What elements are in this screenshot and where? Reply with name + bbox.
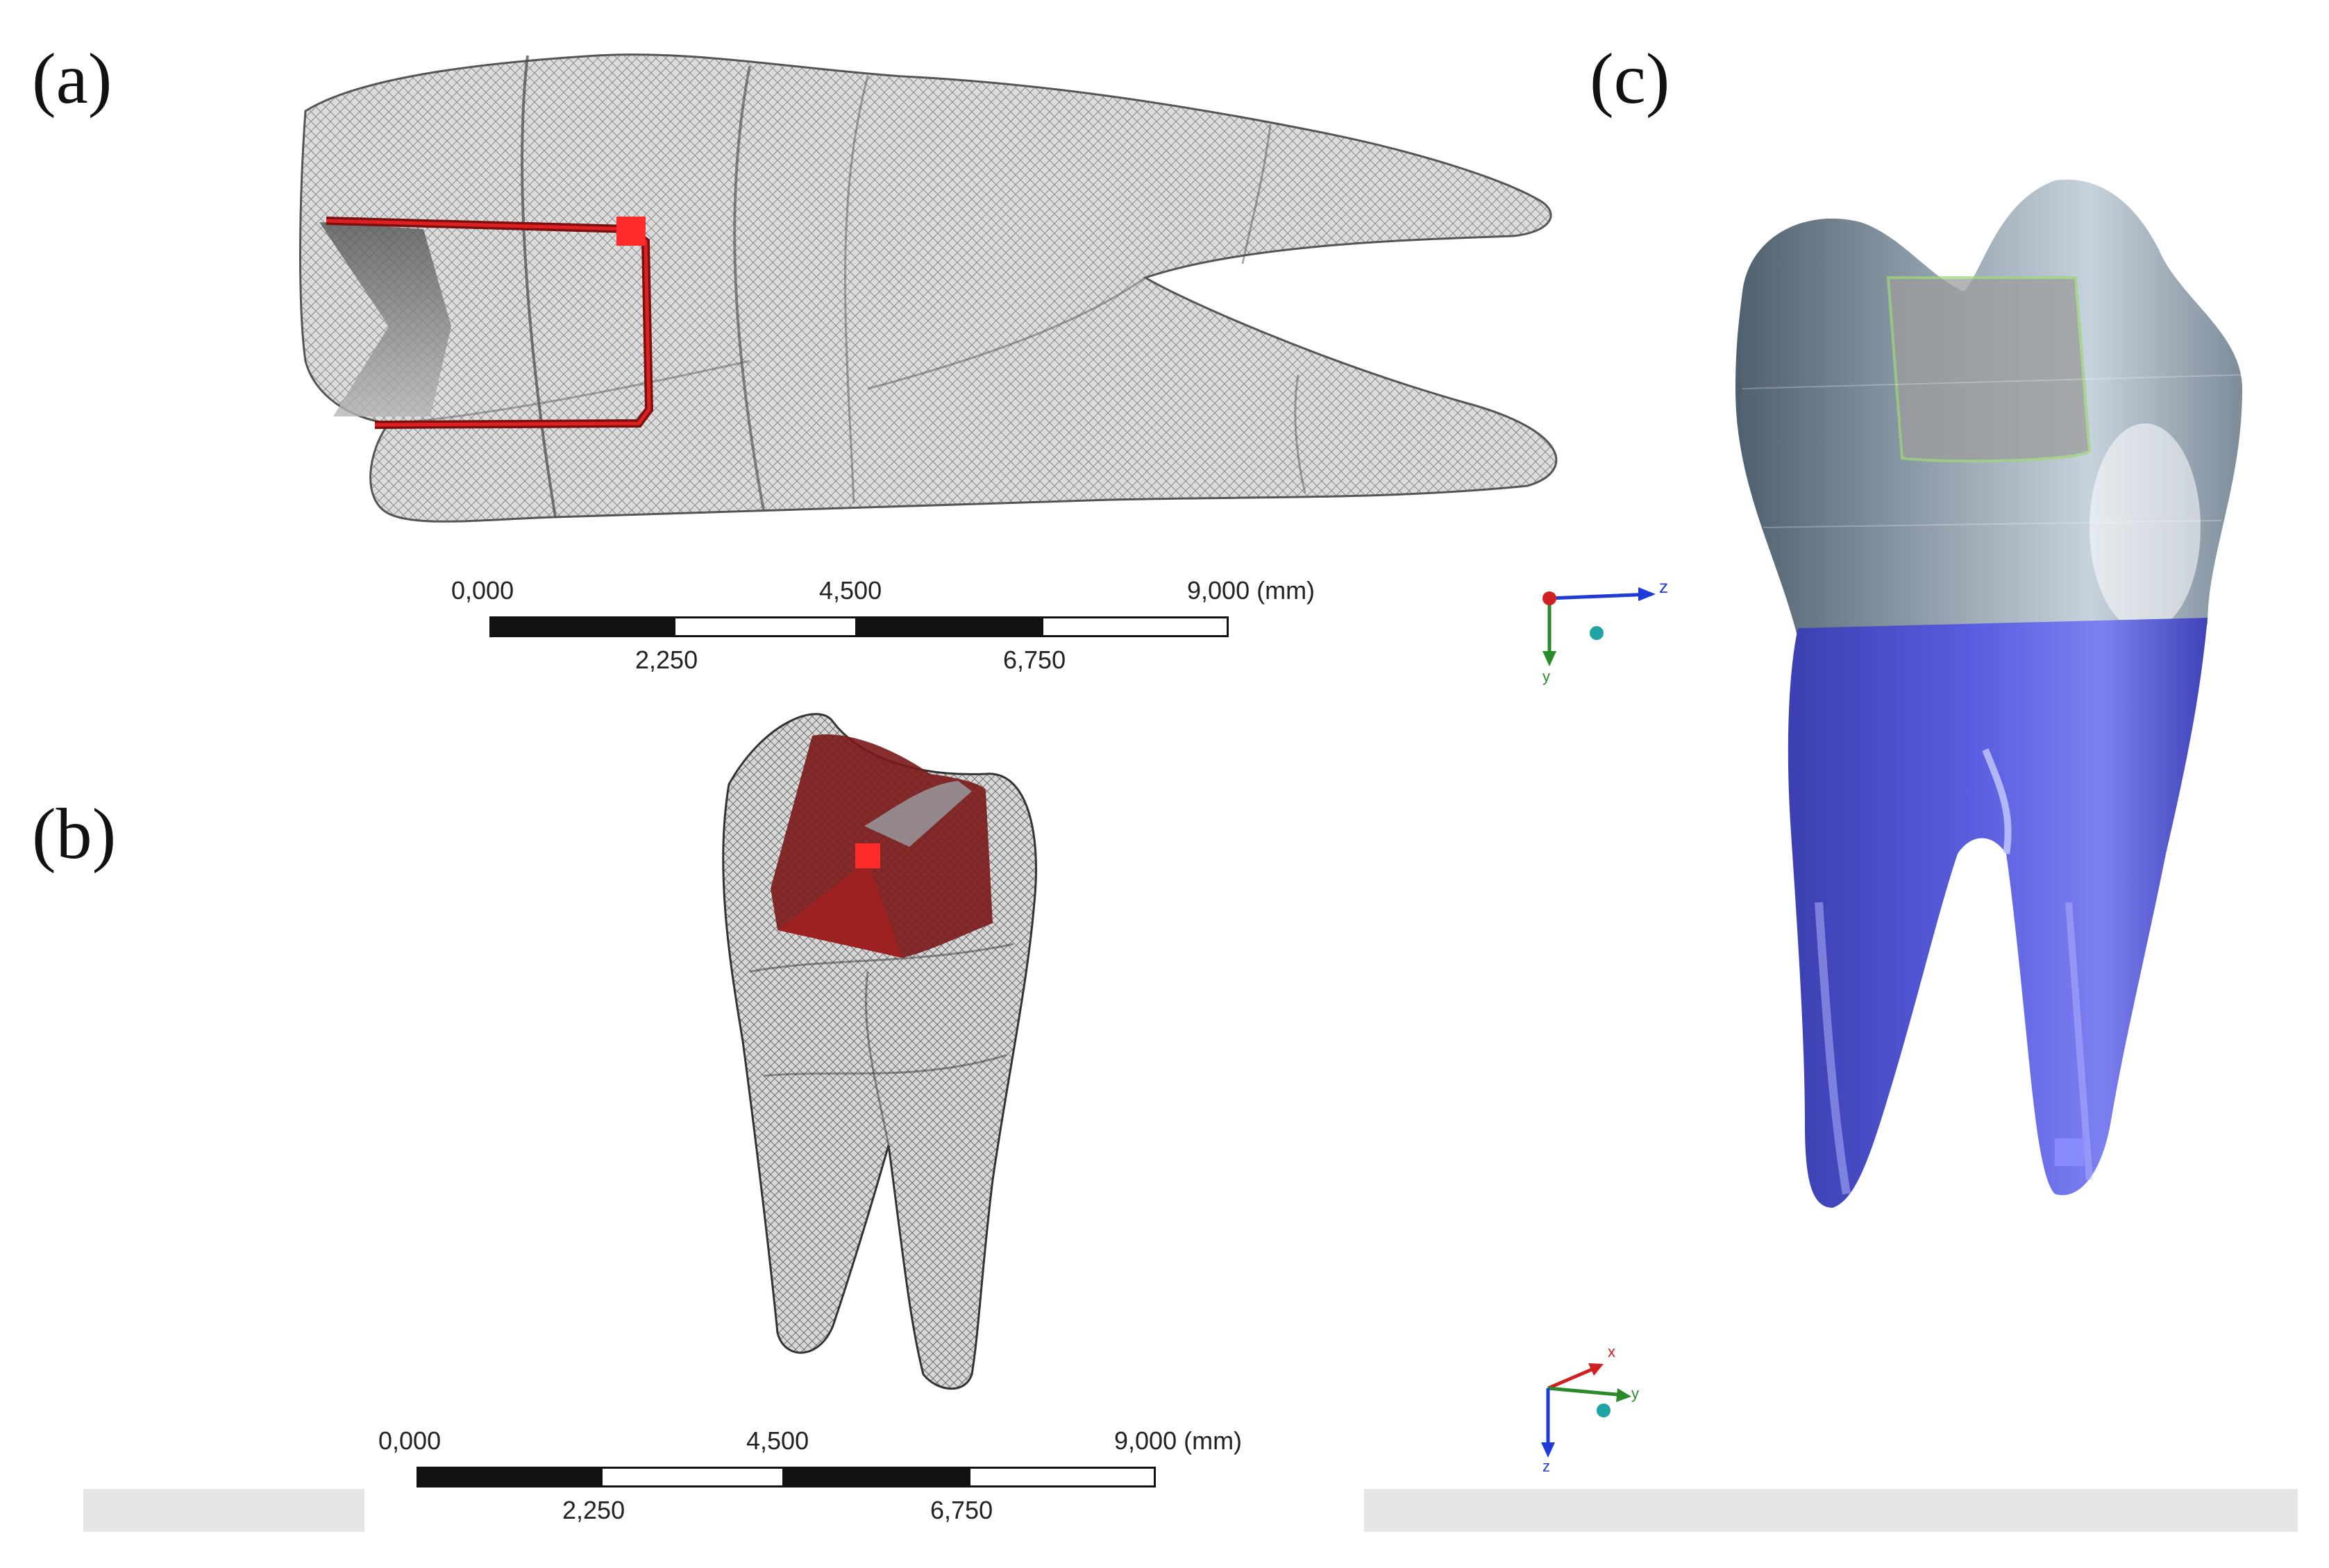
tooth-root-c	[1788, 618, 2208, 1208]
load-point-marker-a	[616, 217, 646, 246]
axis-label-c-y: y	[1631, 1385, 1639, 1402]
scale-b-label-2250: 2,250	[562, 1496, 625, 1524]
axis-label-a-z: z	[1659, 576, 1668, 597]
scale-a-label-0: 0,000	[451, 576, 514, 605]
cavity-notch-a	[319, 222, 451, 416]
scale-a-label-2250: 2,250	[635, 646, 698, 674]
scale-bar-b: 0,000 4,500 9,000 (mm) 2,250 6,750	[378, 1426, 1242, 1544]
scale-a-seg-4	[1041, 616, 1229, 637]
scale-a-seg-1	[489, 616, 673, 637]
panel-label-a: (a)	[32, 39, 112, 119]
scale-a-label-9000: 9,000 (mm)	[1187, 576, 1315, 605]
scale-a-seg-2	[673, 616, 857, 637]
load-point-marker-b	[855, 843, 880, 868]
axis-triad-a	[1542, 587, 1656, 666]
scale-b-label-9000: 9,000 (mm)	[1114, 1426, 1243, 1455]
scale-a-seg-3	[857, 616, 1041, 637]
scale-a-label-4500: 4,500	[819, 576, 882, 605]
scale-b-seg-4	[968, 1467, 1156, 1487]
scale-b-label-4500: 4,500	[746, 1426, 809, 1455]
tooth-render	[1735, 179, 2243, 1208]
axis-label-a-y: y	[1542, 668, 1550, 685]
scale-b-seg-1	[417, 1467, 600, 1487]
bottom-strip-left	[83, 1489, 364, 1532]
scale-bar-a: 0,000 4,500 9,000 (mm) 2,250 6,750	[451, 576, 1315, 694]
scale-b-seg-3	[784, 1467, 968, 1487]
root-apex-marker-c	[2055, 1138, 2084, 1166]
scale-a-label-6750: 6,750	[1003, 646, 1066, 674]
tooth-outline-a	[299, 53, 1558, 523]
axis-label-c-z: z	[1542, 1458, 1550, 1475]
axis-triad-c	[1541, 1363, 1631, 1458]
axis-label-c-x: x	[1608, 1343, 1615, 1360]
scale-b-label-0: 0,000	[378, 1426, 442, 1455]
bottom-strip-right	[1364, 1489, 2298, 1532]
scale-b-seg-2	[600, 1467, 784, 1487]
panel-label-b: (b)	[32, 794, 117, 874]
scale-b-label-6750: 6,750	[930, 1496, 993, 1524]
tooth-mesh-vertical	[722, 713, 1037, 1390]
panel-label-c: (c)	[1590, 39, 1670, 119]
cavity-outline-c	[1886, 276, 2092, 463]
